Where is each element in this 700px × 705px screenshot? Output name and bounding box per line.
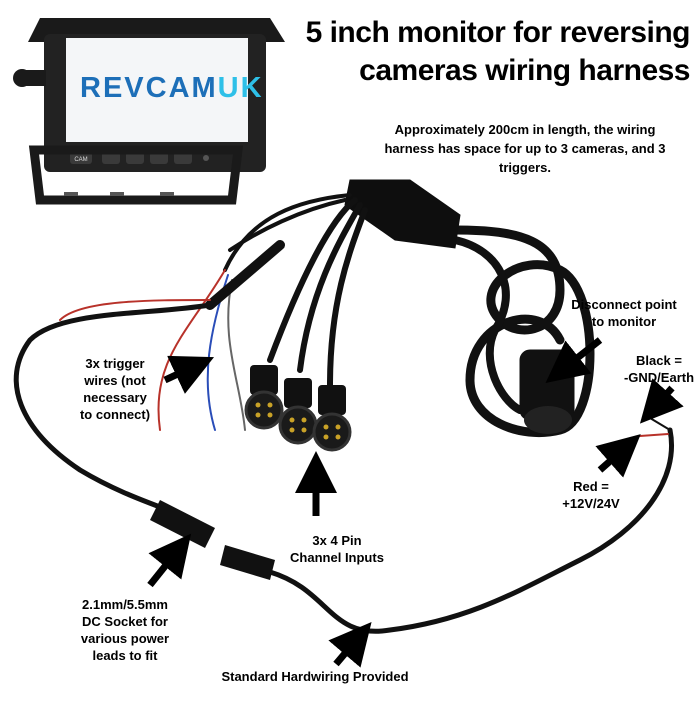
monitor-cable-loop [450,225,595,438]
dc-socket-label: 2.1mm/5.5mm DC Socket for various power … [80,597,170,663]
power-cable [13,302,213,523]
channel-connectors [244,365,352,452]
dc-socket [150,500,215,548]
mount-bracket [28,145,244,205]
monitor-button [126,152,144,164]
monitor-screen [66,38,248,142]
black-wire-end [649,417,671,431]
logo-text-primary: REVCAM [80,72,218,104]
camera-cable-1 [267,197,358,363]
trigger-wire-red [157,269,226,431]
plug-face [524,406,572,434]
monitor-button [174,152,192,164]
inline-fuse [205,240,285,310]
monitor-button [150,152,168,164]
black-wire-label: Black = -GND/Earth [623,353,695,385]
title-line-2: cameras wiring harness [359,54,690,87]
dc-plug [220,545,275,580]
harness-cables [13,179,674,634]
disconnect-point-label: Disconnect point to monitor [571,297,677,329]
channel-inputs-label: 3x 4 Pin Channel Inputs [290,533,384,565]
connector-2 [278,378,318,445]
cam-button [70,152,92,164]
junction-block [344,179,461,249]
arrow-black [639,378,684,424]
monitor-button [102,152,120,164]
red-wire-end [639,433,669,437]
harness-description: Approximately 200cm in length, the wirin… [384,122,666,175]
arrow-red [595,434,641,478]
monitor: CAM [13,18,285,205]
camera-cable-2 [297,202,363,373]
arrow-disconnect [545,337,603,384]
arrow-hardwire [328,621,372,668]
logo-text-accent: UK [217,72,264,104]
camera-cable-3 [327,207,368,388]
connector-3 [312,385,352,452]
page-title: 5 inch monitor for reversing cameras wir… [290,14,691,90]
title-line-1: 5 inch monitor for reversing [305,16,691,49]
arrow-dc-socket [147,533,192,588]
connector-1 [244,365,284,430]
red-wire-label: Red = +12V/24V [562,479,620,511]
arrow-trigger [163,355,215,394]
hardwire-cable [267,427,674,634]
revcamuk-logo: REVCAMUK [80,72,264,105]
hardwiring-label: Standard Hardwiring Provided [221,669,409,684]
trigger-wire-grey [227,279,246,431]
cam-button-label: CAM [74,157,87,163]
trigger-wires-label: 3x trigger wires (not necessary to conne… [79,356,151,422]
power-led [203,155,209,161]
callout-arrows [147,337,684,668]
